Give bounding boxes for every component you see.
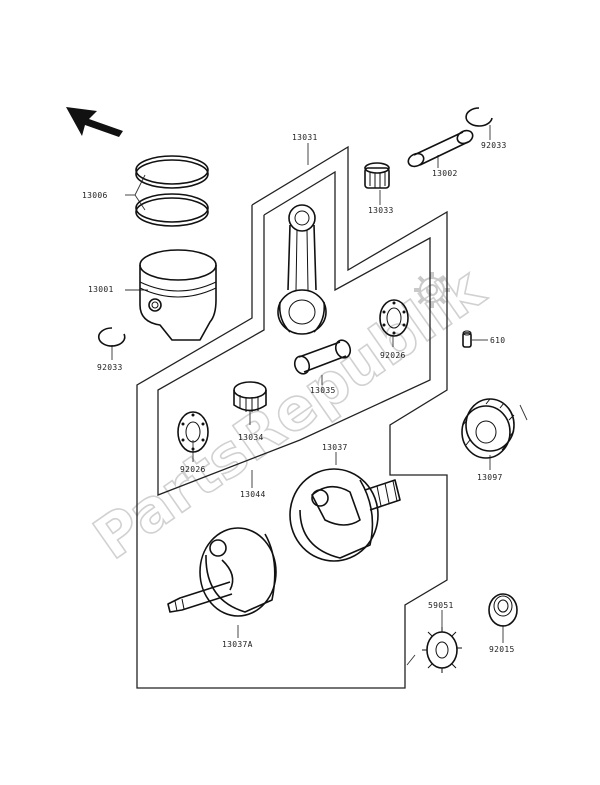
piston-rings-part — [135, 155, 209, 227]
label-59051: 59051 — [428, 601, 454, 610]
label-13037A: 13037A — [222, 640, 253, 649]
label-13031: 13031 — [292, 133, 318, 142]
label-13002: 13002 — [432, 169, 458, 178]
label-13035: 13035 — [310, 386, 336, 395]
label-13037: 13037 — [322, 443, 348, 452]
outer-frame — [136, 145, 448, 689]
label-92033-right: 92033 — [481, 141, 507, 150]
label-13033: 13033 — [368, 206, 394, 215]
part-labels: 13006 13001 92033 13031 13033 13002 9203… — [82, 133, 515, 654]
primary-gear-part — [461, 398, 515, 459]
gear-watermark-icon — [414, 272, 450, 308]
assembly-frames — [136, 145, 448, 689]
circlip-right-part — [465, 107, 493, 127]
crank-pin-part — [293, 339, 352, 375]
inner-frame — [157, 170, 431, 496]
watermark: PartsRepublik — [81, 253, 498, 574]
needle-bearing-small-part — [364, 162, 390, 189]
label-13044: 13044 — [240, 490, 266, 499]
thrust-washer-right-part — [379, 299, 409, 337]
dowel-pin-part — [462, 330, 472, 348]
label-13034: 13034 — [238, 433, 264, 442]
thrust-washer-left-part — [177, 411, 209, 453]
label-92026-right: 92026 — [380, 351, 406, 360]
piston-part — [139, 249, 217, 341]
label-92015: 92015 — [489, 645, 515, 654]
needle-bearing-large-part — [233, 381, 267, 412]
label-13001: 13001 — [88, 285, 114, 294]
circlip-left-part — [97, 327, 126, 347]
label-92033-left: 92033 — [97, 363, 123, 372]
label-13006: 13006 — [82, 191, 108, 200]
flange-nut-part — [488, 593, 518, 627]
label-13097: 13097 — [477, 473, 503, 482]
direction-arrow-icon — [66, 107, 123, 137]
crankshaft-left-half-part — [167, 527, 277, 617]
small-gear-part — [422, 627, 462, 673]
piston-pin-part — [407, 129, 474, 168]
label-610: 610 — [490, 336, 505, 345]
connecting-rod-part — [277, 204, 327, 335]
crankshaft-right-half-part — [289, 468, 401, 562]
label-92026-left: 92026 — [180, 465, 206, 474]
